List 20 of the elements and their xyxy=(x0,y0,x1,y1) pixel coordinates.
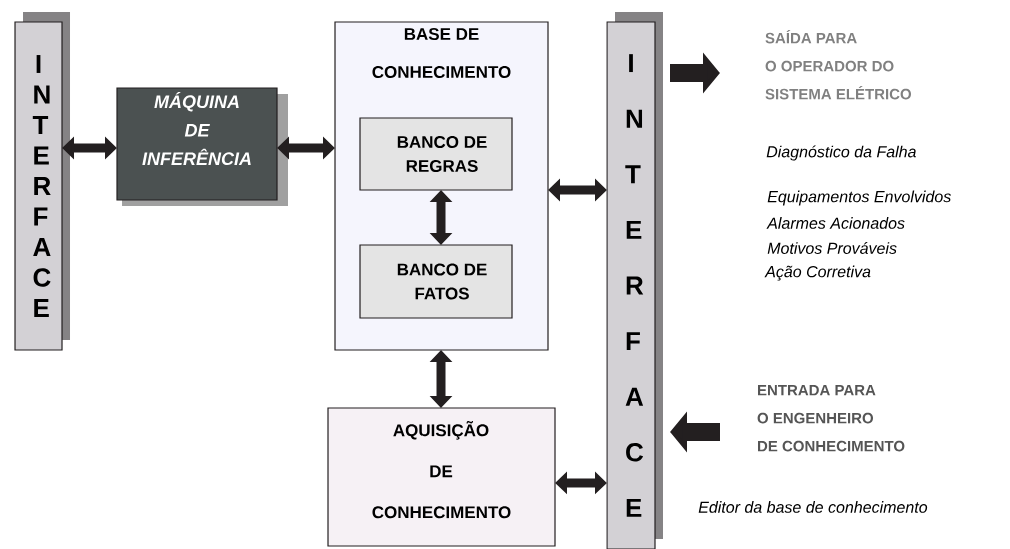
list-item: Ação Corretiva xyxy=(764,265,871,281)
process-box: BANCO DE REGRAS xyxy=(359,117,513,191)
list-item: Motivos Prováveis xyxy=(767,242,897,254)
arrow xyxy=(555,471,607,495)
process-box: BANCO DE FATOS xyxy=(359,244,513,319)
list-item: Alarmes Acionados xyxy=(766,217,905,229)
interface-panel: INTERFACE xyxy=(14,12,70,351)
process-box: MÁQUINA DE INFERÊNCIA xyxy=(116,87,288,206)
arrow xyxy=(548,178,607,202)
interface-panel: INTERFACE xyxy=(606,12,663,549)
heading-text: ENTRADA PARA O ENGENHEIRO DE CONHECIMENTO xyxy=(757,385,905,452)
note-text: Diagnóstico da Falha xyxy=(766,145,916,161)
list-item: Equipamentos Envolvidos xyxy=(767,190,951,206)
note-text: Editor da base de conhecimento xyxy=(698,501,928,513)
arrow xyxy=(277,136,335,160)
arrow xyxy=(429,190,453,245)
arrow xyxy=(62,136,117,160)
heading-text: SAÍDA PARA O OPERADOR DO SISTEMA ELÉTRICO xyxy=(765,30,911,100)
process-box: AQUISIÇÃO DE CONHECIMENTO xyxy=(327,407,556,547)
arrow xyxy=(429,350,453,408)
